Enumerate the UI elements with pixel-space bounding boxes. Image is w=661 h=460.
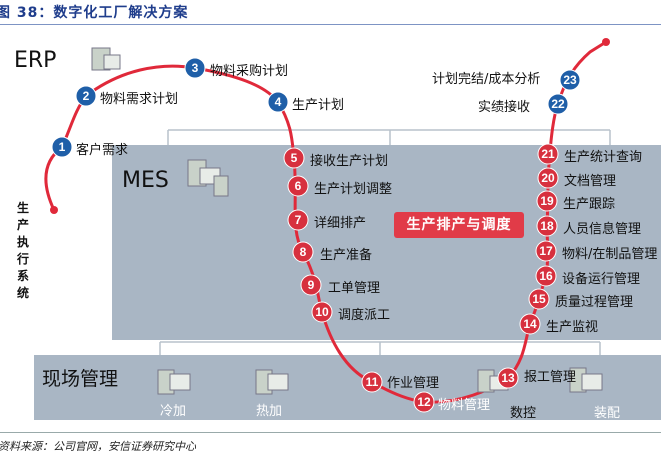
title-rule	[0, 24, 661, 25]
step-num-1: 1	[59, 140, 66, 154]
step-label-19: 生产跟踪	[563, 197, 616, 212]
step-num-16: 16	[539, 269, 553, 283]
step-label-14: 生产监视	[546, 320, 599, 335]
step-node-15: 15	[528, 288, 550, 310]
figure-title: 图 38：数字化工厂解决方案	[0, 5, 189, 21]
step-num-7: 7	[295, 213, 302, 227]
step-num-6: 6	[295, 179, 302, 193]
step-node-21: 21	[537, 143, 559, 165]
step-node-6: 6	[287, 175, 309, 197]
step-node-14: 14	[519, 313, 541, 335]
station-label-hot: 热加	[256, 404, 283, 419]
step-node-11: 11	[361, 371, 383, 393]
step-label-9: 工单管理	[328, 281, 381, 296]
station-label-assembly: 装配	[594, 406, 621, 421]
computer-icon-erp	[91, 47, 121, 71]
step-num-11: 11	[366, 375, 379, 389]
step-node-8: 8	[292, 241, 314, 263]
step-label-13: 报工管理	[524, 370, 577, 385]
step-label-10: 调度派工	[338, 308, 391, 323]
step-num-19: 19	[540, 194, 554, 208]
step-label-8: 生产准备	[320, 248, 373, 263]
step-label-15: 质量过程管理	[555, 295, 634, 310]
station-label-cnc: 数控	[510, 406, 537, 421]
step-num-21: 21	[541, 147, 555, 161]
mes-layer-label: MES	[122, 168, 169, 193]
step-node-19: 19	[536, 190, 558, 212]
step-node-13: 13	[497, 367, 519, 389]
field-layer-panel	[34, 355, 661, 420]
computer-icon-assembly	[569, 367, 603, 393]
step-num-14: 14	[523, 317, 537, 331]
step-num-13: 13	[501, 371, 515, 385]
step-node-2: 2	[75, 85, 97, 107]
step-label-17: 物料/在制品管理	[562, 247, 658, 262]
step-node-1: 1	[51, 136, 73, 158]
step-label-7: 详细排产	[314, 216, 367, 231]
step-label-1: 客户需求	[76, 143, 129, 158]
step-label-4: 生产计划	[292, 98, 345, 113]
computer-icon-cold	[157, 369, 191, 395]
step-node-18: 18	[536, 215, 558, 237]
step-label-22: 实绩接收	[478, 100, 531, 115]
step-num-2: 2	[83, 89, 90, 103]
step-node-3: 3	[184, 57, 206, 79]
process-flow-line	[44, 40, 608, 404]
step-label-20: 文档管理	[564, 174, 617, 189]
step-num-17: 17	[539, 244, 553, 258]
flow-end-dot	[602, 38, 610, 46]
step-num-9: 9	[308, 278, 315, 292]
step-num-10: 10	[315, 305, 329, 319]
step-node-16: 16	[535, 265, 557, 287]
source-note: 资料来源：公司官网，安信证券研究中心	[0, 440, 196, 453]
flow-start-dot	[50, 206, 58, 214]
step-num-4: 4	[275, 95, 282, 109]
step-node-5: 5	[283, 147, 305, 169]
step-label-11: 作业管理	[387, 376, 440, 391]
step-label-3: 物料采购计划	[210, 64, 289, 79]
step-num-20: 20	[541, 171, 555, 185]
station-label-cold: 冷加	[160, 404, 187, 419]
step-node-17: 17	[535, 240, 557, 262]
step-num-22: 22	[551, 97, 565, 111]
step-node-4: 4	[267, 91, 289, 113]
step-label-6: 生产计划调整	[314, 182, 393, 197]
step-num-15: 15	[532, 292, 546, 306]
step-node-23: 23	[559, 69, 581, 91]
field-layer-label: 现场管理	[42, 368, 119, 390]
connector-lines	[159, 129, 611, 355]
step-label-2: 物料需求计划	[100, 92, 179, 107]
step-num-12: 12	[417, 395, 431, 409]
scheduling-center-box: 生产排产与调度	[394, 212, 524, 238]
step-node-10: 10	[311, 301, 333, 323]
step-label-5: 接收生产计划	[310, 154, 389, 169]
step-num-5: 5	[291, 151, 298, 165]
production-execution-vertical-label: 生产执行系统	[16, 201, 29, 300]
computer-icon-hot	[255, 369, 289, 395]
step-node-22: 22	[547, 93, 569, 115]
step-num-3: 3	[192, 61, 199, 75]
step-node-12: 12	[413, 391, 435, 413]
step-node-20: 20	[537, 167, 559, 189]
step-node-7: 7	[287, 209, 309, 231]
computer-icon-mes	[187, 159, 229, 197]
step-label-21: 生产统计查询	[564, 150, 643, 165]
step-num-8: 8	[300, 245, 307, 259]
step-num-18: 18	[540, 219, 554, 233]
step-label-23: 计划完结/成本分析	[432, 72, 541, 87]
step-label-18: 人员信息管理	[563, 222, 642, 237]
erp-layer-label: ERP	[14, 48, 57, 73]
footer-rule	[0, 432, 661, 433]
step-label-12: 物料管理	[438, 398, 491, 413]
step-node-9: 9	[300, 274, 322, 296]
step-num-23: 23	[563, 73, 577, 87]
step-label-16: 设备运行管理	[562, 272, 641, 287]
